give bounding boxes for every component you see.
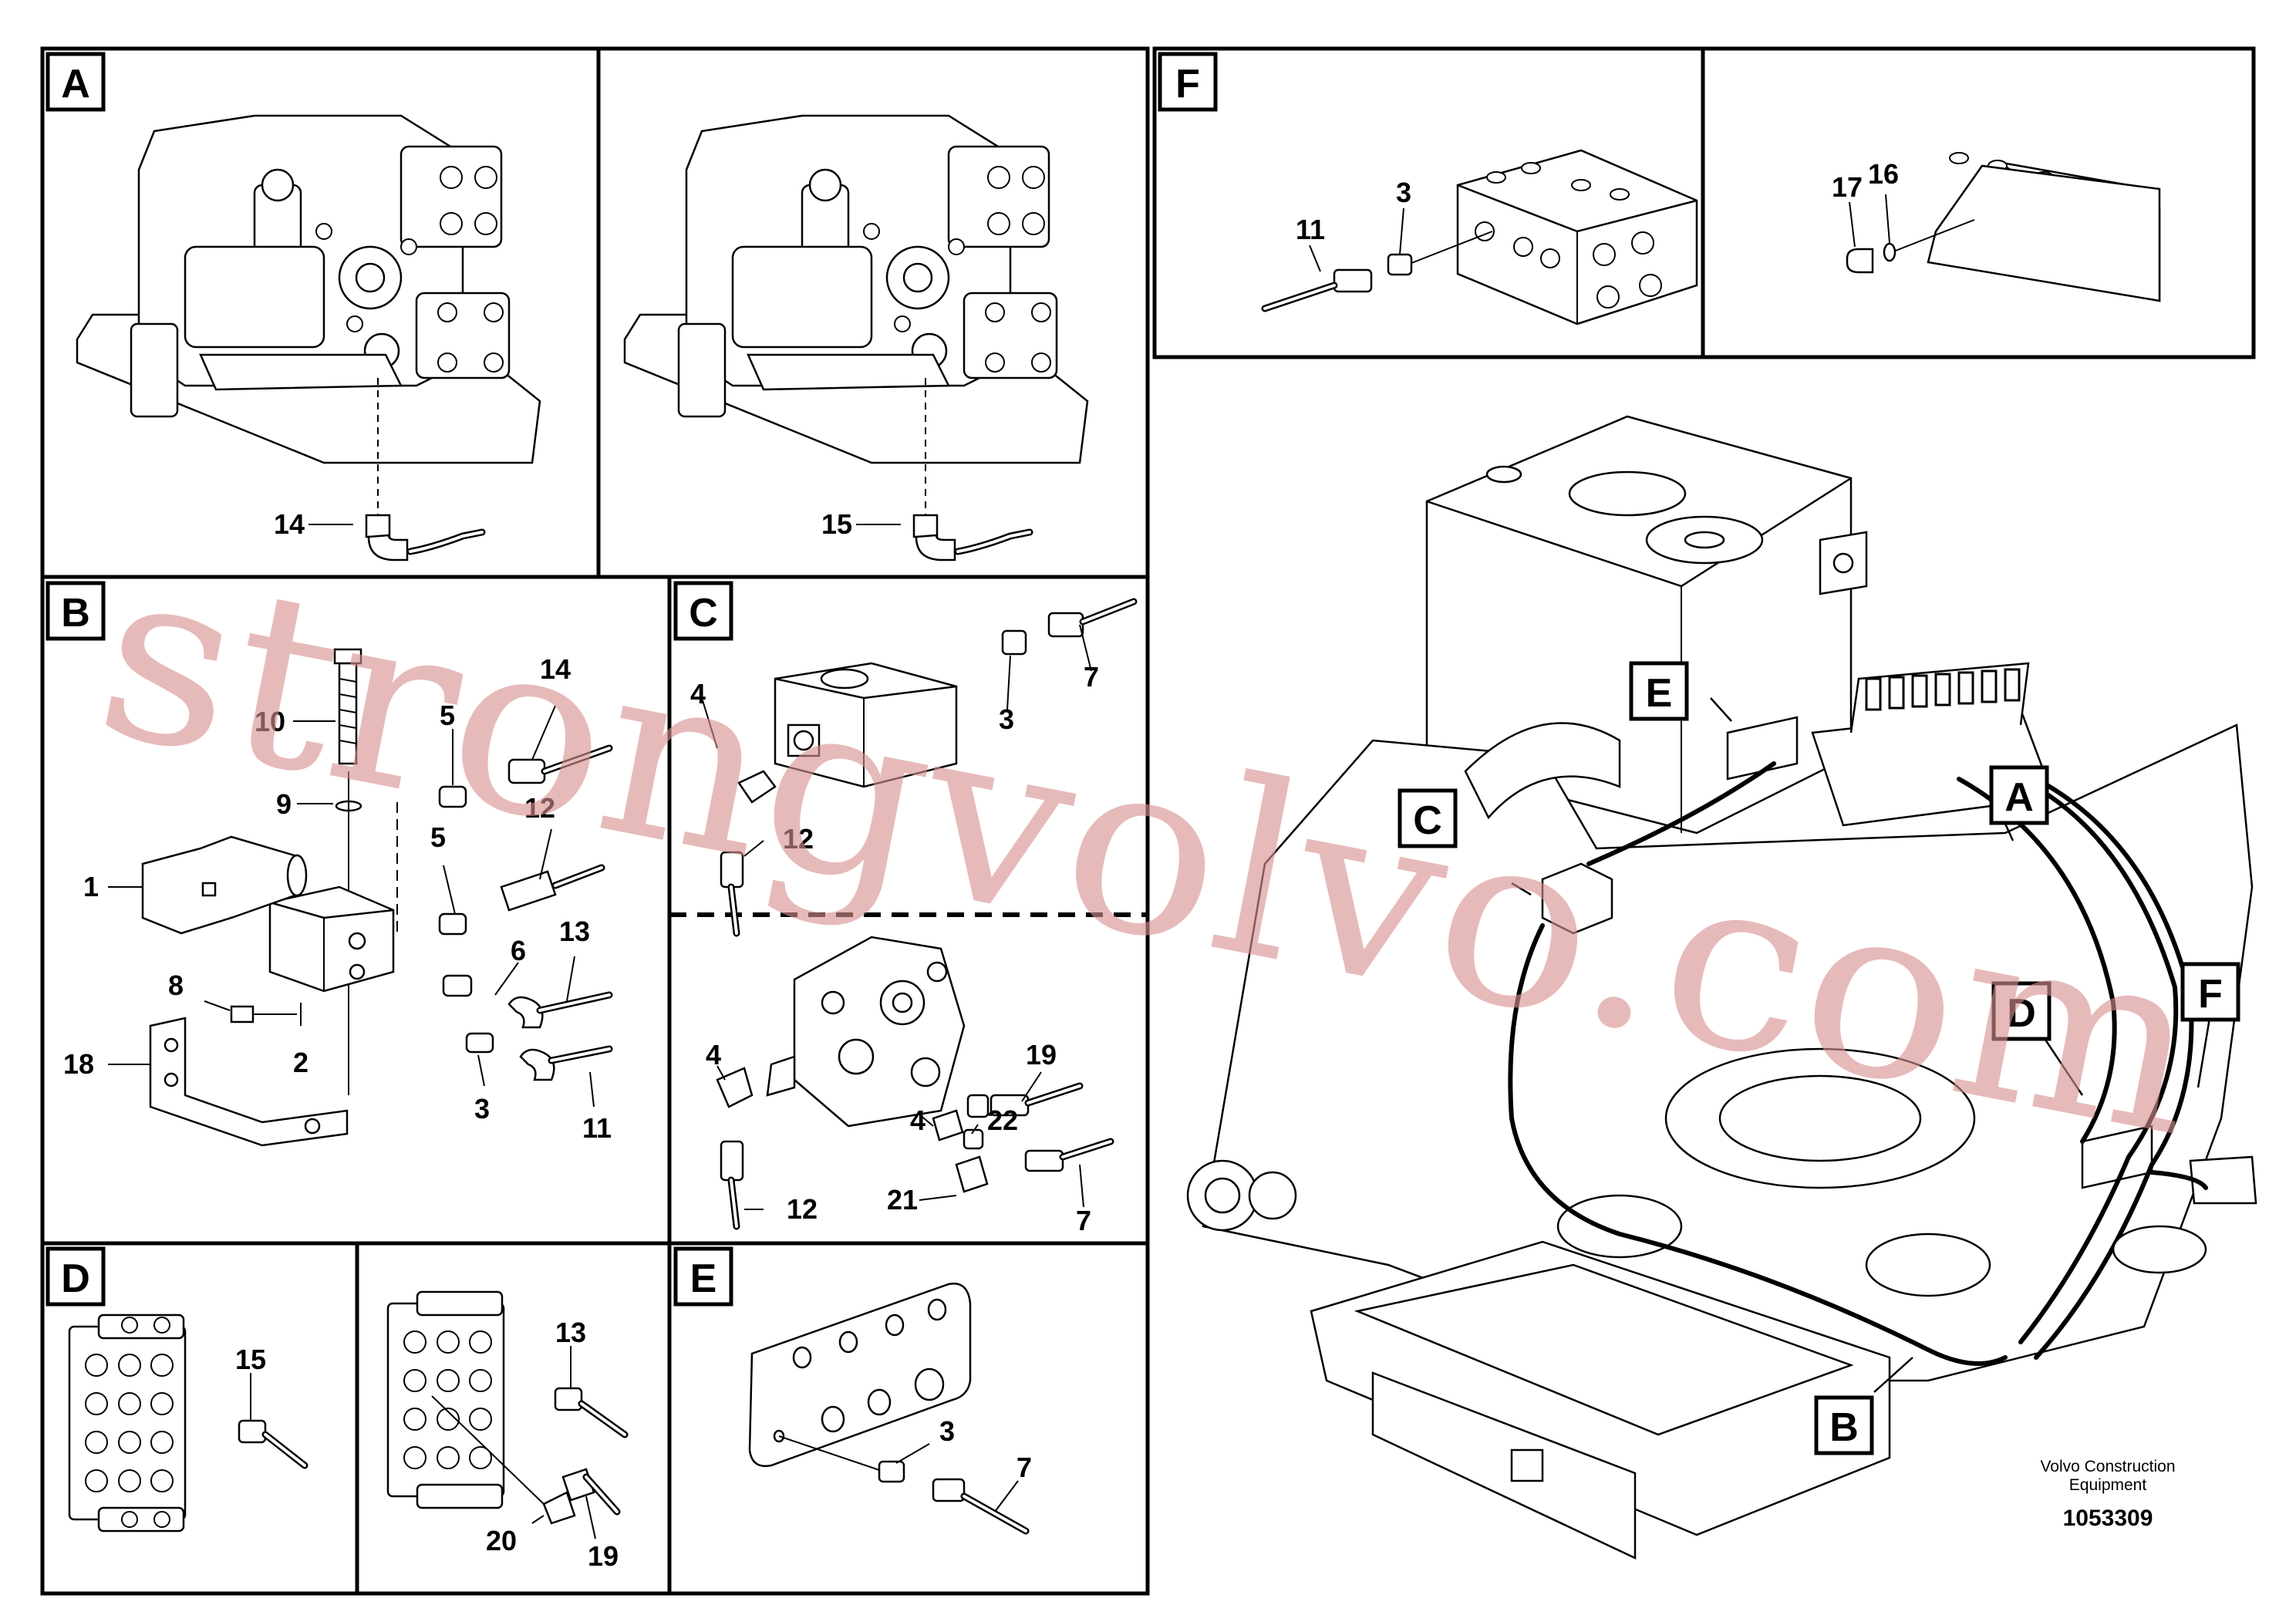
- panel-d-drawing: [68, 1290, 629, 1539]
- callout: 9: [276, 788, 292, 820]
- overview-tag-b: B: [1814, 1395, 1874, 1455]
- svg-text:D: D: [2007, 991, 2036, 1036]
- callout: 12: [524, 792, 555, 824]
- callout: 16: [1868, 158, 1899, 190]
- callout: 3: [474, 1093, 490, 1125]
- callout: 4: [690, 678, 706, 710]
- callout: 13: [559, 916, 590, 947]
- callout: 10: [255, 706, 285, 737]
- svg-text:D: D: [61, 1256, 90, 1301]
- overview-tag-c: C: [1397, 788, 1458, 848]
- panel-tag-c: C: [673, 581, 733, 641]
- panel-e-drawing: [748, 1283, 1030, 1535]
- callout: 11: [1296, 214, 1325, 245]
- callout: 7: [1084, 661, 1099, 693]
- overview-tag-a: A: [1989, 765, 2049, 825]
- callout: 11: [582, 1112, 612, 1144]
- callout: 12: [787, 1193, 818, 1225]
- callout: 4: [910, 1104, 925, 1136]
- callout: 14: [540, 653, 571, 685]
- callout: 1: [83, 871, 99, 902]
- panel-tag-a: A: [46, 52, 106, 112]
- panel-a-view-left: [76, 114, 541, 561]
- callout: 20: [486, 1525, 517, 1556]
- callout: 15: [235, 1344, 266, 1375]
- panel-f-drawing: [1261, 149, 2161, 325]
- callout: 22: [987, 1104, 1018, 1136]
- svg-text:C: C: [1413, 798, 1442, 843]
- svg-text:E: E: [690, 1256, 717, 1301]
- callout: 4: [706, 1039, 721, 1071]
- panel-tag-e: E: [673, 1246, 733, 1307]
- svg-text:B: B: [1829, 1405, 1859, 1450]
- callout: 13: [555, 1317, 586, 1348]
- brand-line-1: Volvo Construction: [2040, 1458, 2175, 1475]
- panel-tags: A B C D E F: [46, 52, 1218, 1307]
- panel-a-view-right: [623, 114, 1089, 561]
- brand-block: Volvo Construction Equipment 1053309: [2040, 1458, 2175, 1531]
- callout: 2: [293, 1047, 308, 1078]
- callout: 18: [63, 1048, 94, 1080]
- panel-tag-b: B: [46, 581, 106, 641]
- svg-text:C: C: [689, 591, 718, 636]
- panel-tag-f: F: [1158, 52, 1218, 112]
- panel-tag-d: D: [46, 1246, 106, 1307]
- panel-frames: [40, 46, 2256, 1596]
- callout: 21: [887, 1184, 918, 1216]
- callout: 3: [1396, 177, 1411, 208]
- svg-text:E: E: [1646, 671, 1673, 716]
- svg-text:F: F: [1175, 62, 1200, 106]
- callout: 7: [1017, 1452, 1032, 1483]
- callout: 12: [783, 823, 814, 855]
- callout: 19: [1026, 1039, 1057, 1071]
- callout: 7: [1076, 1205, 1091, 1236]
- overview-machine: [1186, 415, 2257, 1560]
- callout-numbers: 14 15 10 9 5 14 12 5 1 6 13 8 18 2 3 11 …: [63, 158, 1899, 1572]
- callout: 19: [588, 1540, 619, 1572]
- callout: 3: [999, 703, 1014, 735]
- callout: 6: [511, 935, 526, 966]
- callout: 5: [430, 821, 446, 853]
- callout: 8: [168, 969, 184, 1001]
- svg-text:A: A: [61, 62, 90, 106]
- doc-number: 1053309: [2063, 1506, 2153, 1531]
- overview-tag-f: F: [2180, 962, 2240, 1022]
- callout: 15: [821, 508, 852, 540]
- panel-c-drawing: [701, 598, 1138, 1230]
- callout: 5: [440, 700, 455, 731]
- callout: 14: [274, 508, 305, 540]
- svg-text:B: B: [61, 591, 90, 636]
- svg-text:F: F: [2198, 972, 2223, 1017]
- overview-tag-d: D: [1991, 981, 2052, 1041]
- callout: 3: [939, 1415, 955, 1447]
- panel-b-drawing: [108, 648, 613, 1147]
- overview-tag-e: E: [1629, 661, 1689, 721]
- callout: 17: [1832, 171, 1863, 203]
- brand-line-2: Equipment: [2069, 1476, 2147, 1494]
- overview-tags: E C A D F B: [1397, 661, 2240, 1455]
- svg-text:A: A: [2004, 775, 2034, 820]
